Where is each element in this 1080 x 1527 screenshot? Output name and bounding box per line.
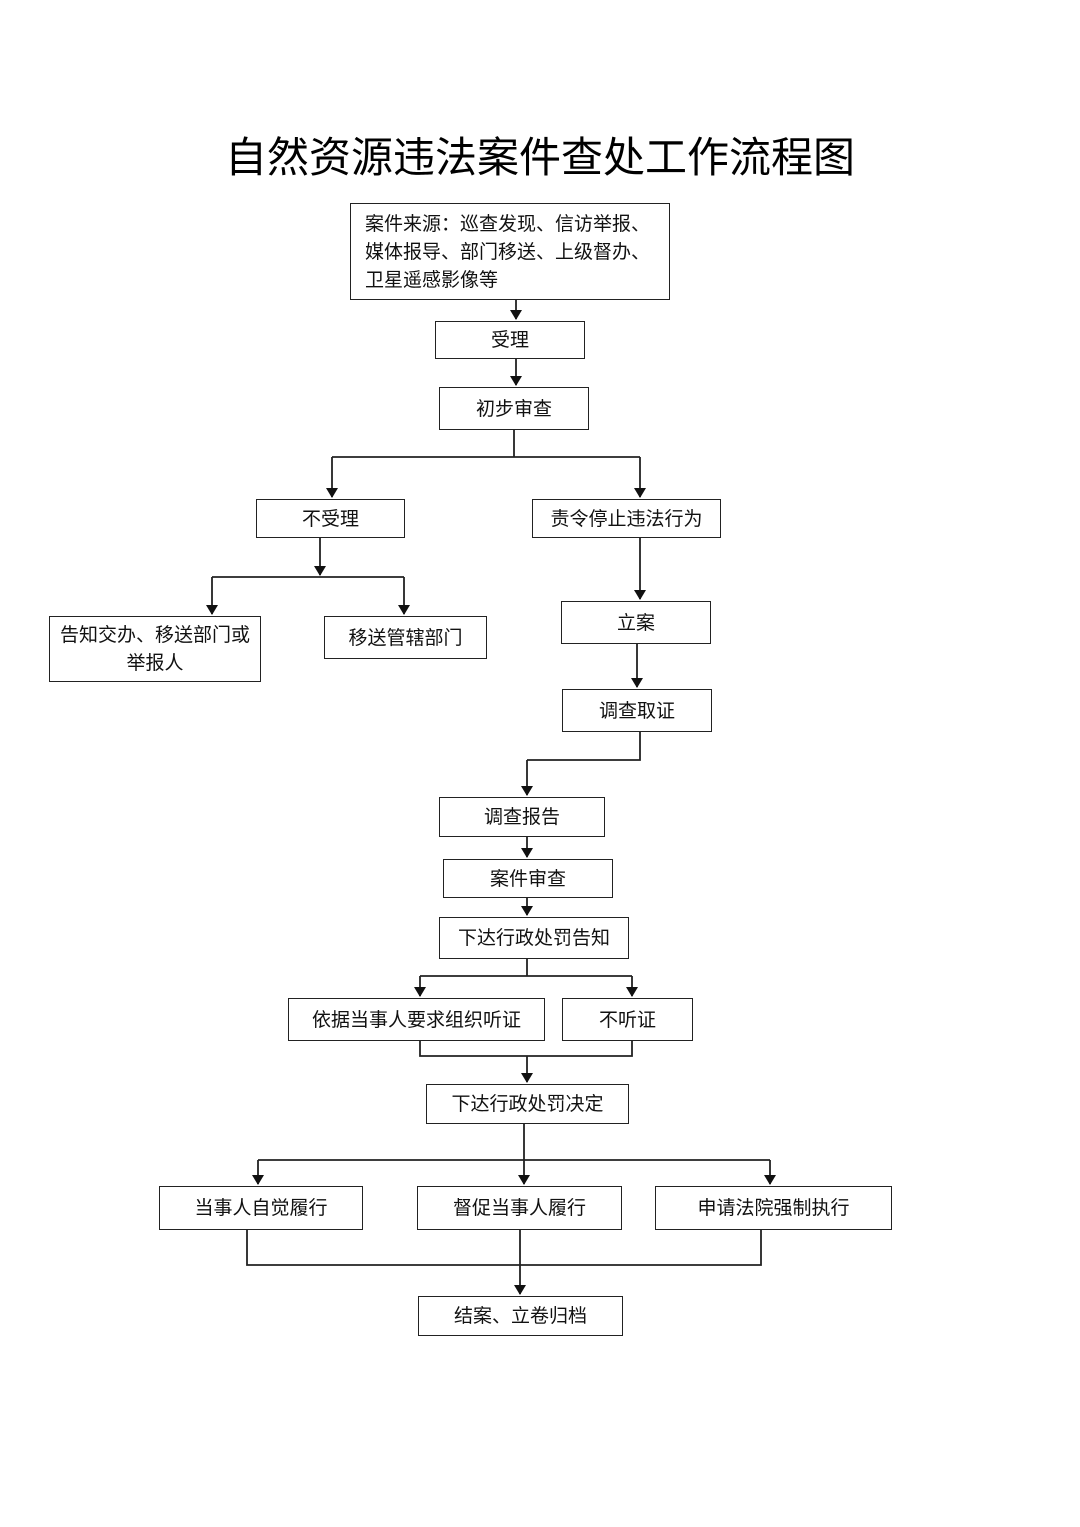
node-court: 申请法院强制执行 [655,1186,892,1230]
node-close-label: 结案、立卷归档 [453,1305,587,1327]
node-no-hearing: 不听证 [562,998,693,1041]
node-penalty-notice-label: 下达行政处罚告知 [457,927,610,949]
node-order-stop-label: 责令停止违法行为 [550,507,703,530]
node-accept: 受理 [435,321,585,359]
node-transfer-dept: 移送管辖部门 [324,616,487,659]
node-transfer-dept-label: 移送管辖部门 [348,626,463,649]
node-hearing: 依据当事人要求组织听证 [288,998,545,1041]
node-hearing-label: 依据当事人要求组织听证 [311,1008,521,1031]
node-accept-label: 受理 [490,329,529,351]
connector-hearing-merge [419,1040,633,1057]
node-notify-transfer: 告知交办、移送部门或 举报人 [49,616,261,682]
node-reject: 不受理 [256,499,405,538]
node-report-label: 调查报告 [483,806,560,828]
node-voluntary: 当事人自觉履行 [159,1186,363,1230]
connector-investigate-to-report [527,732,641,761]
node-preliminary-review: 初步审查 [439,387,589,430]
node-investigate: 调查取证 [562,689,712,732]
node-preliminary-review-label: 初步审查 [475,397,552,420]
node-reject-label: 不受理 [301,507,359,530]
node-penalty-decision: 下达行政处罚决定 [426,1084,629,1124]
node-investigate-label: 调查取证 [598,699,675,722]
node-register: 立案 [561,601,711,644]
node-report: 调查报告 [439,797,605,837]
node-register-label: 立案 [616,611,655,634]
page-title: 自然资源违法案件查处工作流程图 [224,133,855,182]
node-case-source: 案件来源：巡查发现、信访举报、 媒体报导、部门移送、上级督办、 卫星遥感影像等 [350,203,670,300]
node-voluntary-label: 当事人自觉履行 [194,1197,328,1219]
node-case-review-label: 案件审查 [489,867,566,890]
node-case-source-label: 案件来源：巡查发现、信访举报、 媒体报导、部门移送、上级督办、 卫星遥感影像等 [365,212,651,291]
node-court-label: 申请法院强制执行 [697,1197,850,1219]
node-urge: 督促当事人履行 [417,1186,622,1230]
node-penalty-notice: 下达行政处罚告知 [439,917,629,959]
node-penalty-decision-label: 下达行政处罚决定 [451,1093,604,1115]
node-order-stop: 责令停止违法行为 [532,499,721,538]
node-urge-label: 督促当事人履行 [452,1197,586,1219]
node-close: 结案、立卷归档 [418,1296,623,1336]
node-case-review: 案件审查 [443,859,613,898]
connector-execution-merge [246,1229,762,1266]
node-notify-transfer-label: 告知交办、移送部门或 举报人 [59,624,250,674]
node-no-hearing-label: 不听证 [598,1008,656,1031]
